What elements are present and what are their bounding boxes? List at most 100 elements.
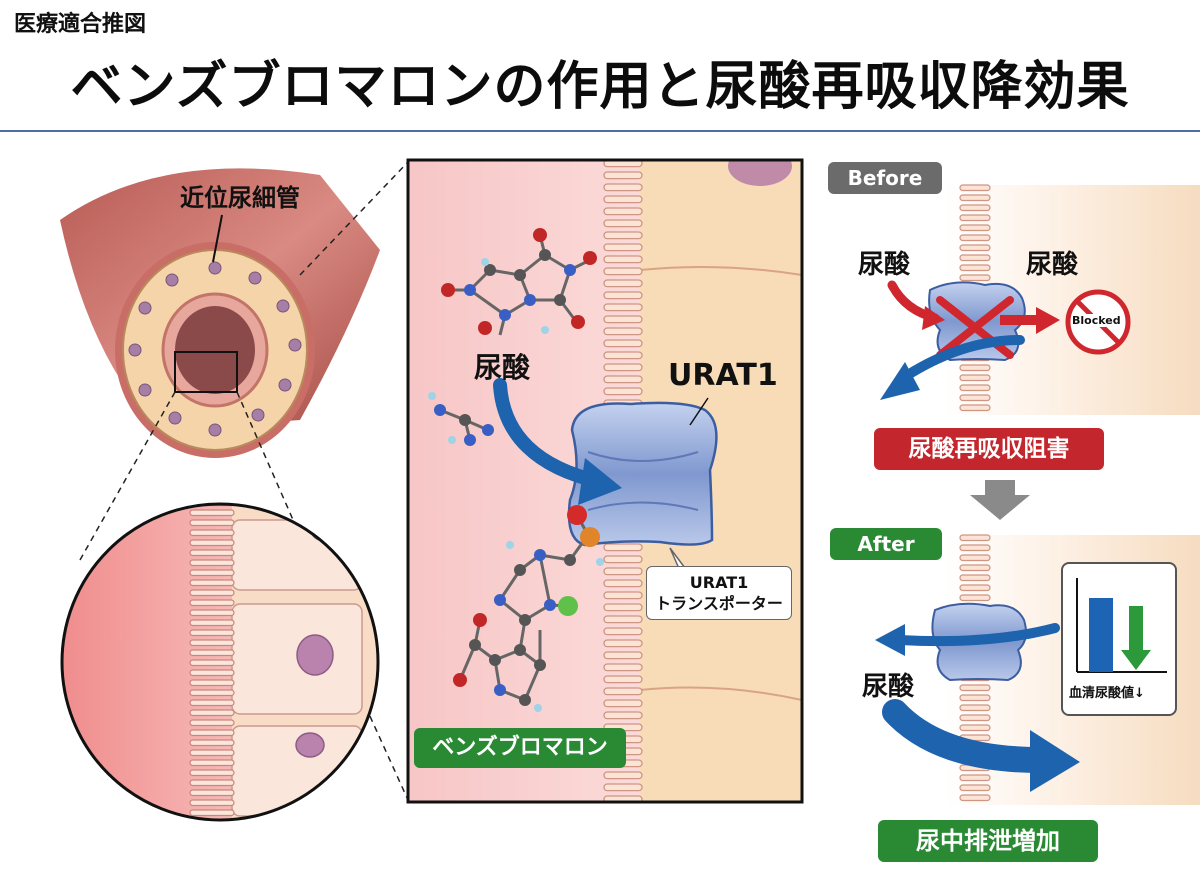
microvillus [959, 244, 991, 252]
microvillus [189, 809, 235, 817]
microvillus [959, 534, 991, 542]
microvillus [603, 171, 643, 180]
microvillus [189, 719, 235, 727]
microvillus [189, 759, 235, 767]
microvillus [189, 639, 235, 647]
microvillus [189, 659, 235, 667]
callout-line-1: URAT1 [689, 573, 749, 592]
microvillus [189, 589, 235, 597]
page-title: ベンズブロマロンの作用と尿酸再吸収降効果 [70, 57, 1130, 117]
microvillus [603, 303, 643, 312]
microvillus [959, 714, 991, 722]
microvillus [603, 160, 643, 168]
microvillus [603, 711, 643, 720]
magnified-tissue [62, 504, 378, 820]
microvillus [189, 729, 235, 737]
microvillus [603, 315, 643, 324]
microvillus [189, 599, 235, 607]
membrane-zoom [408, 160, 802, 802]
microvillus [603, 351, 643, 360]
microvillus [959, 384, 991, 392]
microvillus [959, 404, 991, 412]
tubule-label: 近位尿細管 [180, 184, 300, 212]
microvillus [189, 709, 235, 717]
microvillus [603, 591, 643, 600]
microvillus [189, 529, 235, 537]
microvillus [959, 264, 991, 272]
serum-chart-graphic [1076, 578, 1167, 673]
microvillus [959, 594, 991, 602]
atoms [441, 228, 597, 335]
title-divider [0, 130, 1200, 132]
microvillus [603, 579, 643, 588]
microvillus [959, 684, 991, 692]
header-subtitle: 医療適合推図 [14, 12, 147, 37]
microvillus [603, 543, 643, 552]
down-arrow [970, 480, 1030, 520]
microvillus [189, 699, 235, 707]
microvillus [603, 207, 643, 216]
microvillus [959, 274, 991, 282]
microvillus [959, 794, 991, 802]
microvillus [189, 769, 235, 777]
microvillus [189, 649, 235, 657]
microvillus [959, 184, 991, 192]
zoom-frame [406, 158, 804, 804]
microvillus [603, 639, 643, 648]
microvillus [959, 254, 991, 262]
microvillus [603, 783, 643, 792]
microvillus [603, 567, 643, 576]
microvillus [603, 699, 643, 708]
microvillus [189, 679, 235, 687]
microvillus [603, 195, 643, 204]
serum-label: 血清尿酸値↓ [1069, 686, 1145, 701]
microvillus [603, 387, 643, 396]
after-badge: After [830, 528, 942, 560]
microvillus [189, 669, 235, 677]
microvillus [959, 704, 991, 712]
microvillus [189, 559, 235, 567]
microvillus [189, 609, 235, 617]
microvillus [603, 327, 643, 336]
microvillus [603, 255, 643, 264]
serum-bar-before [1089, 598, 1113, 672]
microvillus [603, 279, 643, 288]
microvillus [959, 774, 991, 782]
excretion-badge: 尿中排泄増加 [878, 820, 1098, 862]
microvillus [189, 799, 235, 807]
microvillus [603, 183, 643, 192]
microvillus [603, 687, 643, 696]
microvillus [603, 615, 643, 624]
microvillus [189, 779, 235, 787]
microvillus [603, 363, 643, 372]
microvillus [959, 574, 991, 582]
microvillus [959, 364, 991, 372]
callout-line-2: トランスポーター [655, 594, 783, 613]
microvillus [959, 694, 991, 702]
microvillus [189, 749, 235, 757]
microvillus [603, 291, 643, 300]
tubule-illustration [60, 168, 380, 458]
before-badge: Before [828, 162, 942, 194]
microvillus [189, 739, 235, 747]
uric-acid-label: 尿酸 [474, 351, 531, 384]
uric-acid-before-left: 尿酸 [858, 250, 911, 280]
microvillus [603, 339, 643, 348]
microvillus [189, 689, 235, 697]
microvillus [189, 789, 235, 797]
microvillus [959, 584, 991, 592]
microvillus [603, 627, 643, 636]
microvillus [189, 629, 235, 637]
drug-badge: ベンズブロマロン [414, 728, 626, 768]
before-section [880, 184, 1200, 415]
microvillus [959, 234, 991, 242]
microvillus [189, 539, 235, 547]
microvillus [603, 267, 643, 276]
uric-acid-after-label: 尿酸 [862, 672, 915, 702]
microvillus [959, 204, 991, 212]
down-arrow-icon [1121, 650, 1151, 670]
microvillus [603, 771, 643, 780]
microvillus [959, 394, 991, 402]
microvillus [603, 651, 643, 660]
